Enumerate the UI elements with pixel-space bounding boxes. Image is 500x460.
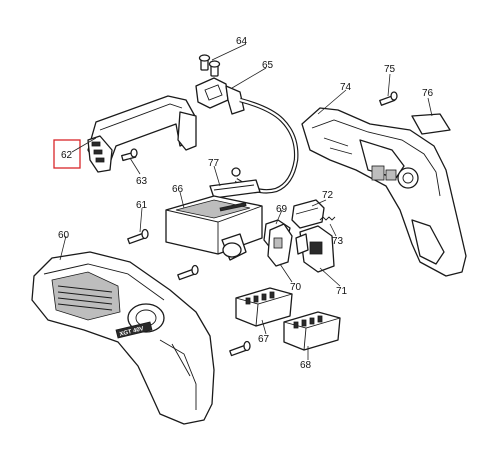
callout-72: 72 xyxy=(322,190,334,201)
vent-slots xyxy=(57,285,113,311)
part-67-terminal[interactable] xyxy=(235,287,293,327)
part-74-right-housing[interactable] xyxy=(301,107,467,277)
callout-77: 77 xyxy=(208,158,220,169)
part-61-screws[interactable] xyxy=(127,228,251,357)
part-72-switch-cover[interactable] xyxy=(291,199,325,229)
part-76-label[interactable] xyxy=(411,113,451,135)
callout-74: 74 xyxy=(340,82,352,93)
leader-lines xyxy=(59,43,433,360)
part-62-handle[interactable] xyxy=(87,95,197,173)
callout-71: 71 xyxy=(336,286,348,297)
callout-76: 76 xyxy=(422,88,434,99)
callout-60: 60 xyxy=(58,230,70,241)
part-77-label-strip[interactable] xyxy=(209,179,261,199)
part-73-spring[interactable] xyxy=(319,216,336,221)
callout-68: 68 xyxy=(300,360,312,371)
part-75-screw[interactable] xyxy=(379,91,398,106)
callout-73: 73 xyxy=(332,236,344,247)
part-64-screws[interactable] xyxy=(198,54,221,77)
part-70-switch[interactable] xyxy=(267,223,293,267)
callout-70: 70 xyxy=(290,282,302,293)
part-68-terminal[interactable] xyxy=(283,311,341,351)
callout-62: 62 xyxy=(61,150,73,161)
part-66-controller[interactable] xyxy=(165,195,263,261)
housing-brand-text: XGT 40V xyxy=(119,326,144,338)
callout-66: 66 xyxy=(172,184,184,195)
part-71-trigger-switch[interactable] xyxy=(295,225,335,273)
callout-69: 69 xyxy=(276,204,288,215)
callout-61: 61 xyxy=(136,200,148,211)
part-63-screw[interactable] xyxy=(121,148,138,162)
callout-64: 64 xyxy=(236,36,248,47)
highlight-box-62 xyxy=(53,139,81,169)
callout-numbers: 64 65 62 63 74 75 76 77 66 69 72 73 70 7… xyxy=(58,36,434,371)
callout-65: 65 xyxy=(262,60,274,71)
callout-67: 67 xyxy=(258,334,270,345)
part-60-left-housing[interactable]: XGT 40V xyxy=(31,251,215,425)
part-65-bail-wire[interactable] xyxy=(195,77,299,194)
callout-75: 75 xyxy=(384,64,396,75)
callout-63: 63 xyxy=(136,176,148,187)
